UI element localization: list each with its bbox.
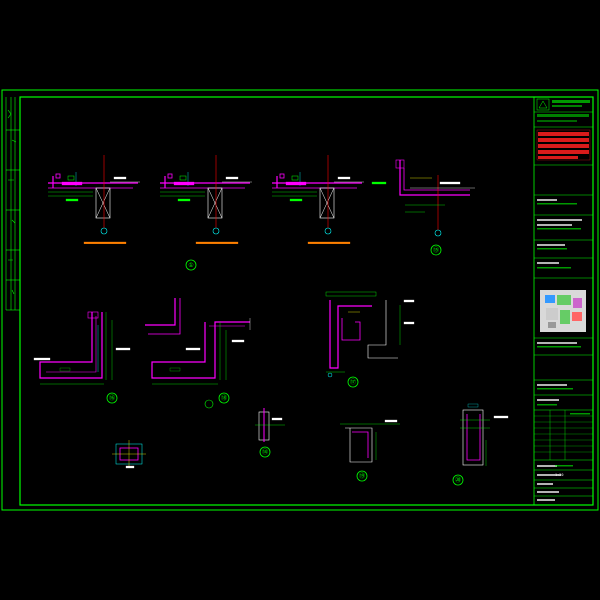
callout-group-1: ①: [185, 259, 197, 271]
detail-callout-d5: ⑰: [350, 378, 356, 386]
callout-group-8: ⑳: [452, 474, 464, 486]
scale-value: 1:20: [555, 473, 563, 477]
callout-group-5: ⑰: [347, 376, 359, 388]
design-stamp: [536, 129, 591, 161]
detail-callout-d1: ①: [188, 262, 193, 269]
outer-border: [1, 89, 599, 511]
detail-callout-d3: ⑯: [109, 394, 115, 402]
detail-drawings: ① ⑮ ⑯ ⑱ ⑰ ⑭ ⑲ ⑳: [33, 155, 509, 486]
detail-callout-d2: ⑮: [433, 246, 439, 254]
inner-border: [19, 96, 594, 506]
detail-callout-d4: ⑱: [221, 394, 227, 402]
detail-callout-d8: ⑳: [455, 476, 461, 484]
callout-group-3: ⑯: [106, 392, 118, 404]
retaining-wall-18: [145, 298, 251, 385]
company-logo: [536, 98, 590, 122]
title-block: 1:20: [533, 96, 594, 506]
callout-group-7: ⑲: [356, 470, 368, 482]
callout-group-2: ⑮: [430, 244, 442, 256]
callout-group-6: ⑭: [259, 446, 271, 458]
wall-slab-section-2: [160, 155, 252, 244]
left-binding-strip: [5, 97, 20, 311]
key-plan-thumbnail: [540, 290, 586, 332]
retaining-wall-16: [33, 311, 131, 385]
detail-callout-d7: ⑲: [359, 472, 365, 480]
callout-group-4: ⑱: [218, 392, 230, 404]
wall-slab-section-3: [272, 155, 364, 244]
wall-slab-section-4: [371, 159, 475, 237]
callout-group-4b: [204, 399, 214, 409]
footing-detail-19: [340, 419, 400, 463]
footing-detail-20: [460, 403, 509, 466]
column-detail-small: [112, 440, 146, 469]
post-detail-14: [255, 408, 285, 442]
wall-slab-section-1: [48, 155, 140, 244]
detail-callout-d6: ⑭: [262, 448, 268, 456]
complex-section-17: [325, 291, 415, 378]
